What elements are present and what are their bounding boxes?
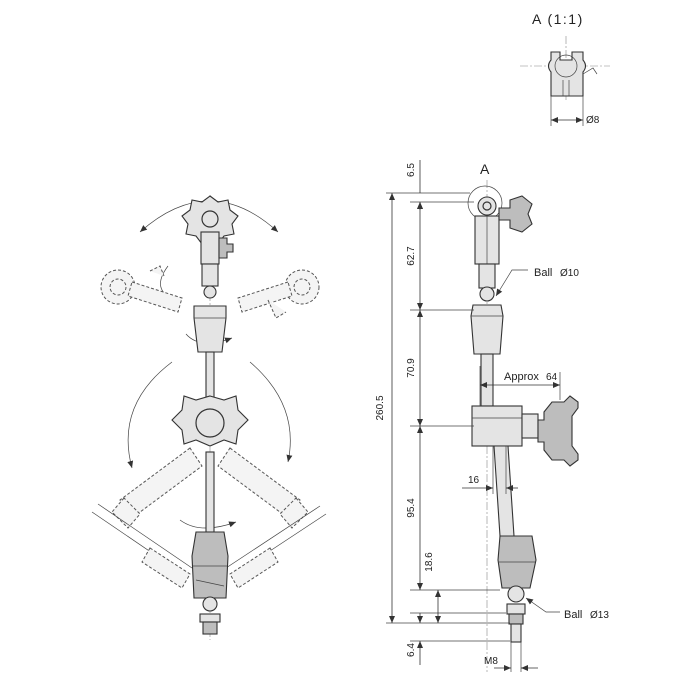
dim-center-offset: 16 bbox=[468, 475, 480, 486]
articulation-illustration bbox=[91, 195, 327, 640]
dim-middle-arm: 70.9 bbox=[406, 358, 417, 378]
detail-a-view: A (1:1) Ø8 bbox=[520, 11, 610, 126]
dim-approx-prefix: Approx bbox=[504, 371, 539, 383]
dim-lower-arm: 95.4 bbox=[406, 498, 417, 518]
callout-letter: A bbox=[480, 161, 490, 177]
dim-top-offset: 6.5 bbox=[406, 163, 417, 177]
ball-bottom-prefix: Ball bbox=[564, 609, 582, 621]
detail-title: A (1:1) bbox=[532, 11, 584, 27]
dim-approx-value: 64 bbox=[546, 372, 558, 383]
dim-bottom-offset: 6.4 bbox=[406, 643, 417, 657]
dim-upper-arm: 62.7 bbox=[406, 246, 417, 266]
dim-thread: M8 bbox=[484, 656, 498, 667]
dim-base-section: 18.6 bbox=[424, 552, 435, 572]
ball-top-prefix: Ball bbox=[534, 267, 552, 279]
detail-diameter-label: Ø8 bbox=[586, 115, 600, 126]
front-view: 260.5 6.5 62.7 70.9 95.4 18.6 6.4 Approx… bbox=[375, 160, 609, 672]
dim-total-height: 260.5 bbox=[375, 395, 386, 420]
ball-top-size: Ø10 bbox=[560, 268, 579, 279]
ball-bottom-size: Ø13 bbox=[590, 610, 609, 621]
